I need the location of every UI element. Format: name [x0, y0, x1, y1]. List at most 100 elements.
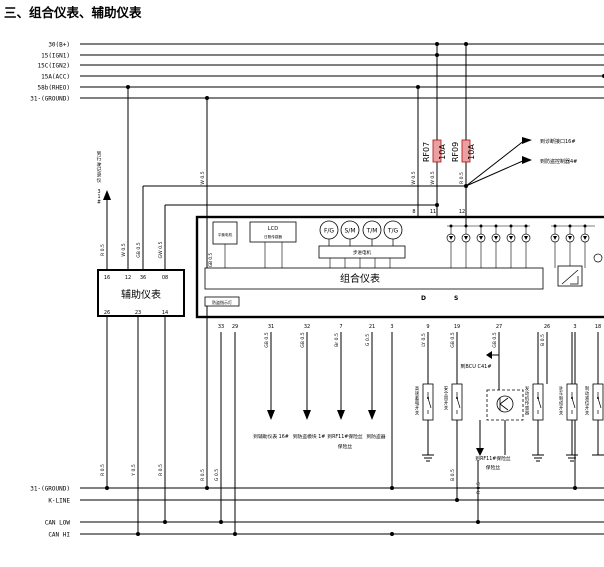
wires [103, 44, 604, 534]
cluster-pin: 9 [426, 324, 429, 330]
junction-dot [524, 224, 528, 228]
rail-label: 30(B+) [48, 42, 70, 49]
cluster-pin: 12 [459, 209, 465, 215]
switch-label: 位 [585, 400, 590, 407]
junction-dot [390, 486, 394, 490]
switch-label: 传 [525, 400, 530, 407]
wire-code: R 0.5 [100, 244, 106, 256]
switch-label: 制 [585, 385, 589, 392]
left-ref: 驶 [97, 161, 102, 168]
switch-label: 开 [415, 406, 420, 412]
junction-dot [105, 486, 109, 490]
rf11-ref: 保险丝 [486, 464, 501, 471]
arrowhead [486, 351, 492, 359]
switch-label: 开 [444, 401, 449, 407]
switch-label: 车 [559, 390, 564, 397]
led-diode [553, 236, 557, 240]
junction-dot [494, 224, 498, 228]
left-ref: 行 [97, 155, 102, 162]
aux-pin: 12 [125, 275, 131, 281]
cluster-pin: 3 [390, 324, 393, 330]
svg-text:日照传感器: 日照传感器 [264, 234, 282, 239]
wire-code: R 0.5 [158, 464, 164, 476]
wire-code: R 0.5 [200, 469, 206, 481]
connector-right: S [454, 295, 458, 302]
rail-label: K-LINE [48, 498, 70, 505]
switch-box [592, 383, 604, 421]
page-title: 三、组合仪表、辅助仪表 [4, 5, 142, 20]
fuse-id: RF09 [451, 142, 460, 162]
wire-code: Y 0.5 [131, 464, 137, 477]
wire-code: G 0.5 [214, 469, 220, 481]
power-rails [80, 43, 604, 535]
switch-label: 液 [585, 395, 590, 402]
wire-code: GW 0.5 [158, 241, 164, 258]
wire-code: W 0.5 [121, 243, 127, 256]
bottom-ref: 保险丝 [338, 443, 353, 450]
led [593, 253, 603, 263]
cluster-pin: 8 [412, 209, 415, 215]
wire-code: GB 0.5 [208, 253, 213, 267]
cluster-pin: 31 [268, 324, 274, 330]
svg-text:步进电机: 步进电机 [353, 249, 371, 256]
bcu-ref: 到BCU C41# [460, 363, 491, 370]
connector-left: D [421, 295, 426, 302]
junction-dot [435, 53, 439, 57]
bottom-ref: 到辅助仪表 16# [253, 433, 289, 440]
switch-box [422, 383, 434, 421]
junction-dot [233, 532, 237, 536]
switch-label: 驻 [559, 385, 564, 392]
cluster-pin: 21 [369, 324, 375, 330]
arrowhead [267, 410, 275, 420]
switch-dot [537, 397, 539, 399]
switch-label: 关 [415, 410, 420, 417]
aux-pin: 23 [135, 310, 141, 316]
switch-label: 开 [585, 406, 590, 412]
left-ref: 1 [97, 194, 100, 200]
wire-code: LY 0.5 [421, 333, 427, 347]
switch-label: 开 [559, 406, 564, 412]
switch-label: 器 [525, 411, 530, 417]
cluster-pin: 11 [430, 209, 436, 215]
wire-code: G 0.5 [365, 334, 371, 346]
wire-code: R 0.5 [476, 482, 482, 494]
aux-pin: 08 [162, 275, 168, 281]
switches [422, 383, 604, 421]
junction-dot [449, 224, 453, 228]
switch-dot [456, 397, 458, 399]
rail-label: 58b(RHEO) [37, 85, 70, 92]
led-diode [494, 236, 498, 240]
bottom-ref: 到防盗模块 1# [293, 433, 326, 440]
switch-box [532, 383, 544, 421]
cluster-pin: 32 [304, 324, 310, 330]
cluster-pin: 3 [573, 324, 576, 330]
junction-dot [464, 224, 468, 228]
arrowhead [368, 410, 376, 420]
wire-code: B 0.5 [450, 469, 456, 481]
wire-code: Br 0.5 [334, 333, 340, 347]
wire-code: B 0.5 [540, 334, 546, 346]
junction-dot [464, 42, 468, 46]
junction-dots [105, 42, 604, 536]
fuse-id: RF07 [422, 142, 431, 162]
fuse-rating: 10A [467, 144, 476, 160]
rf11-ref: 到RF11#保险丝 [475, 455, 511, 462]
arrowhead [522, 137, 532, 144]
aux-pin: 36 [140, 275, 146, 281]
wire-code: GB 0.5 [450, 332, 456, 348]
cluster-pin: 29 [232, 324, 238, 330]
right-module [557, 265, 583, 287]
arrowhead [303, 410, 311, 420]
gauge-circle [319, 220, 339, 240]
junction-dot [136, 532, 140, 536]
junction-dot [416, 85, 420, 89]
wire-code: GB 0.5 [492, 332, 498, 348]
switch-label: 全 [444, 390, 449, 397]
switch-dot [571, 397, 573, 399]
cluster-pin: 33 [218, 324, 224, 330]
bottom-ref: 到RF11#保险丝 [327, 433, 363, 440]
right-ref: 到诊断接口16# [540, 138, 576, 145]
sensor-block [486, 389, 524, 421]
